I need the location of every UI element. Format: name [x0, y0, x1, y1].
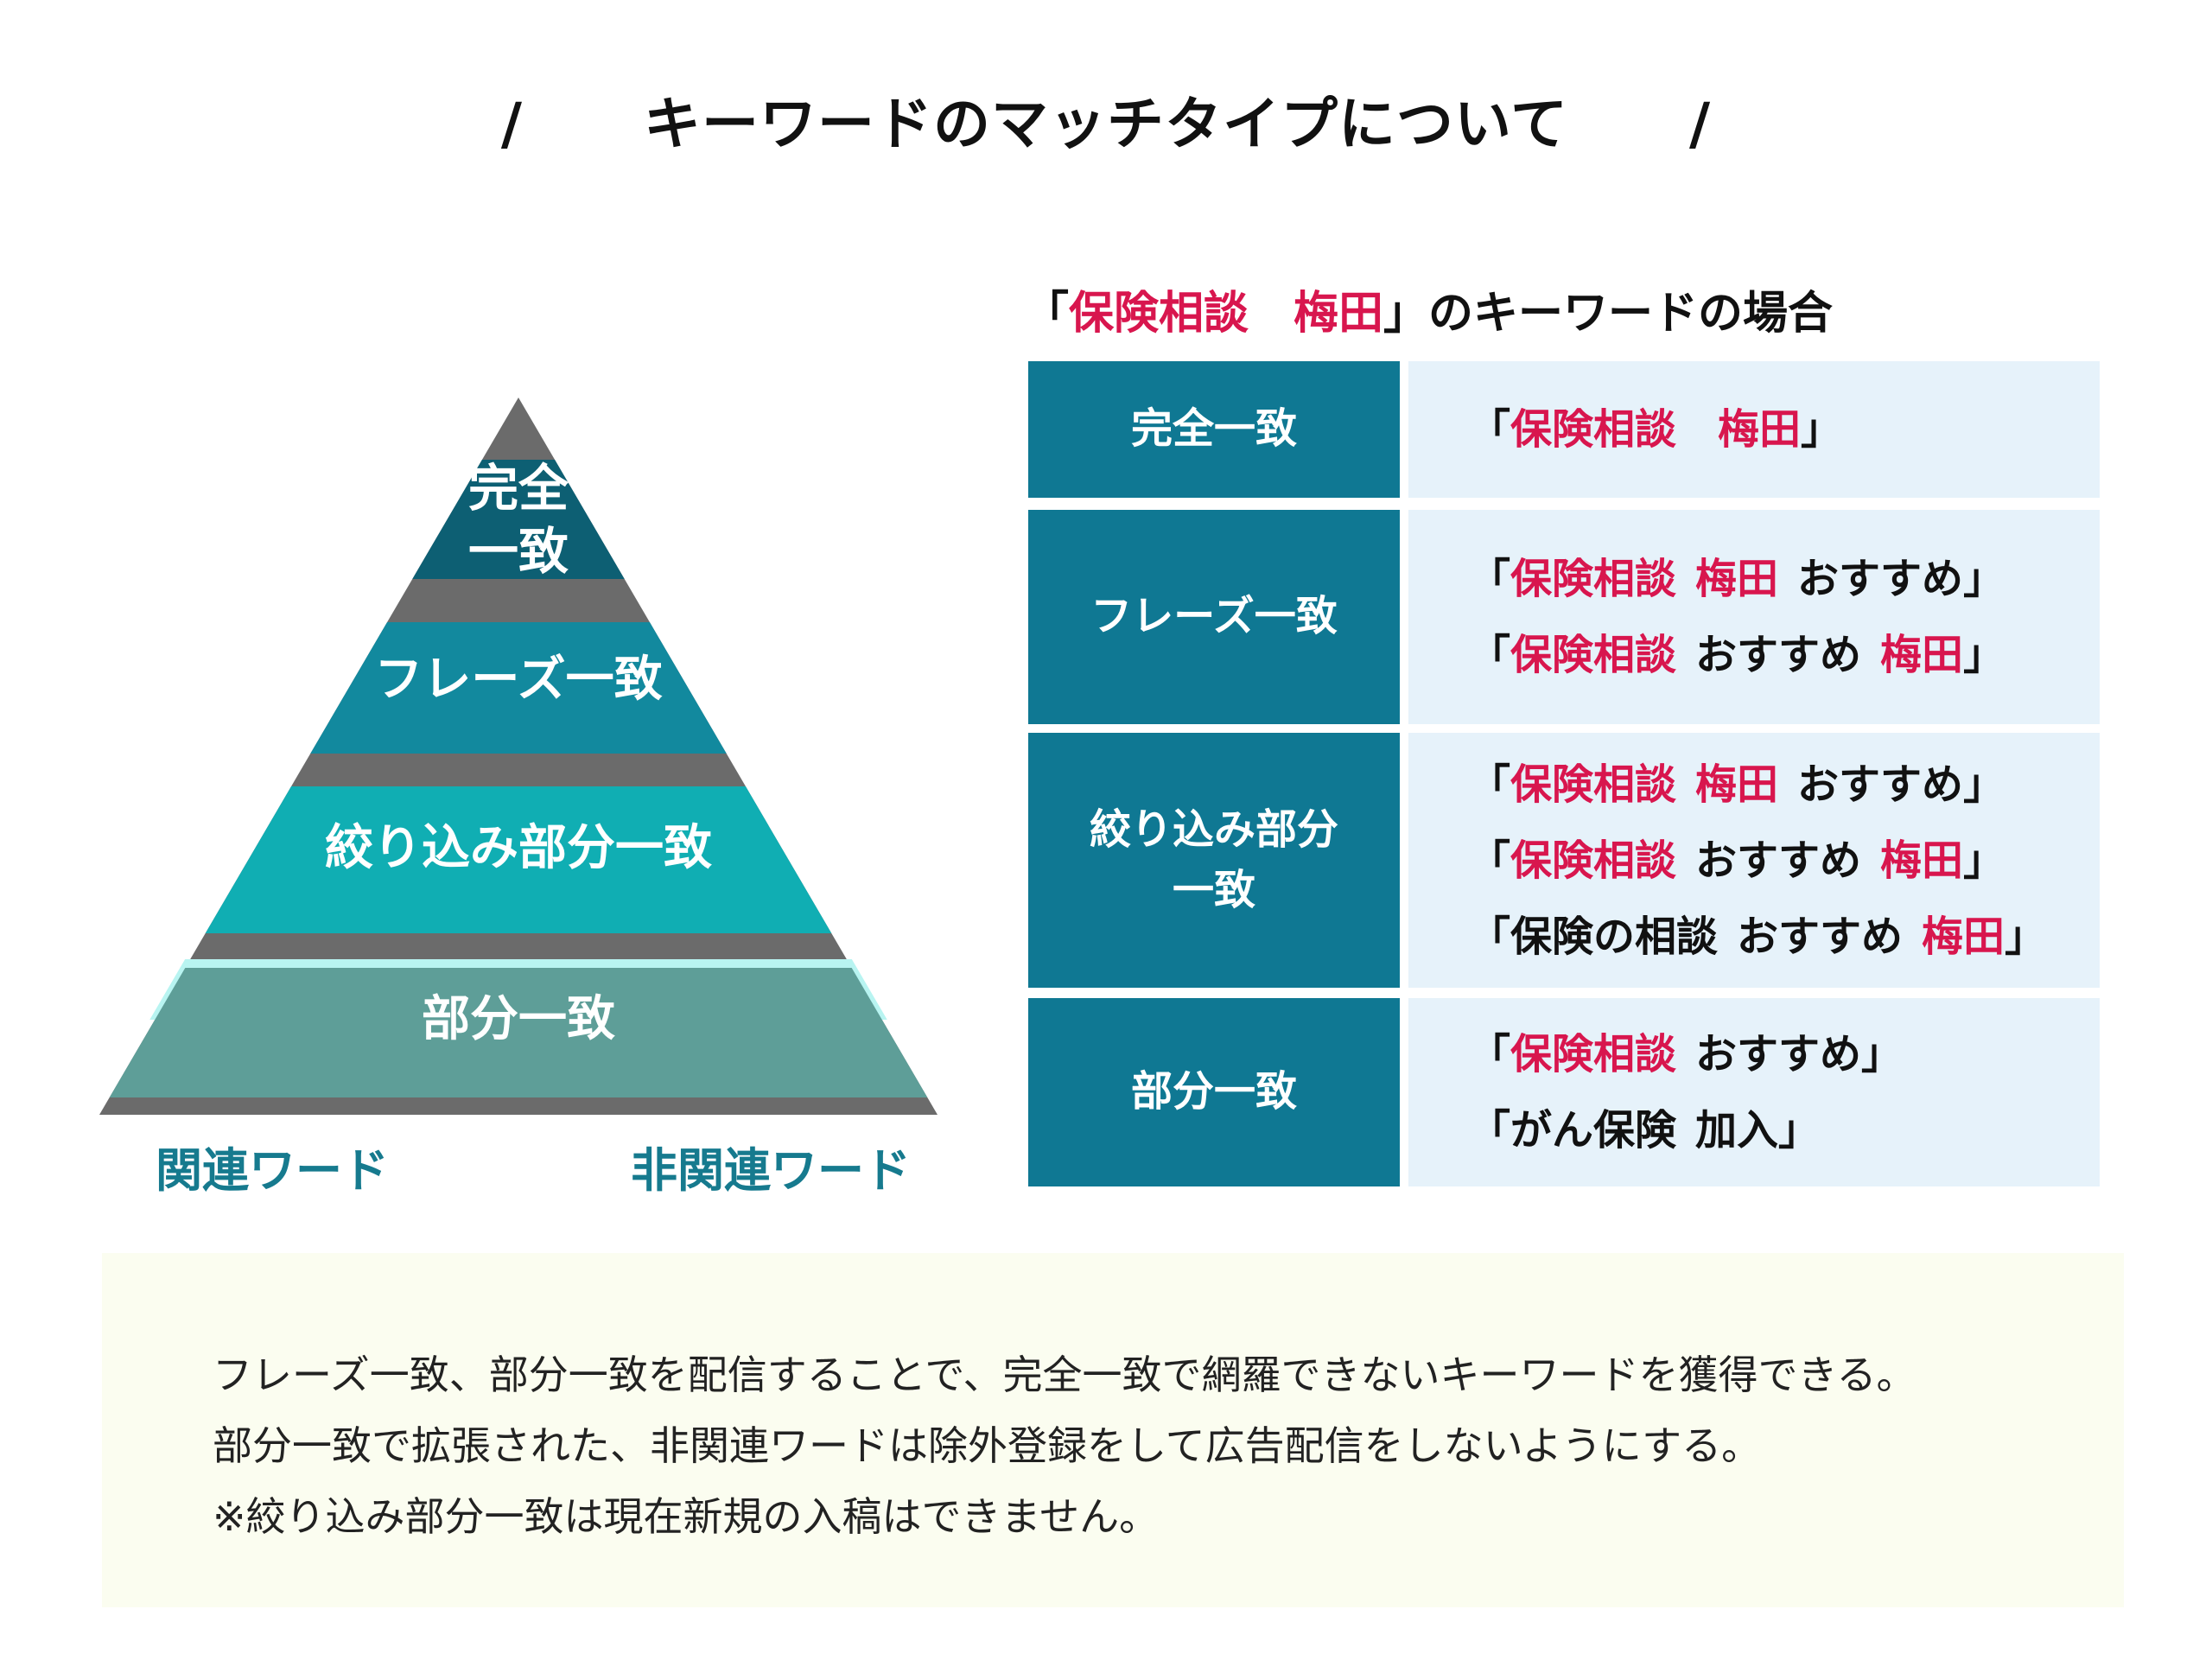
pyramid-tier-2 — [310, 622, 727, 754]
pyramid-tier-label: フレーズ一致 — [374, 652, 662, 708]
keyword-text: 」 — [1861, 1030, 1904, 1078]
keyword-highlight: 保険相談 — [1510, 1030, 1677, 1078]
keyword-highlight: 梅田 — [1880, 631, 1964, 679]
match-row-label: 完全一致 — [1028, 361, 1400, 498]
note-line-3: ※絞り込み部分一致は現在新規の入稿はできません。 — [213, 1493, 1160, 1540]
heading-open-bracket: 「 — [1024, 288, 1070, 340]
note-line-1: フレーズ一致、部分一致を配信することで、完全一致で網羅できないキーワードを獲得で… — [213, 1352, 1916, 1398]
axis-label-unrelated: 非関連ワード — [631, 1143, 911, 1198]
keyword-text: おすすめ — [1695, 836, 1862, 885]
keyword-text: 」 — [1963, 631, 2005, 679]
keyword-highlight: 保険相談 — [1510, 836, 1677, 885]
match-row-examples: 「保険相談 梅田」 — [1408, 361, 2100, 498]
keyword-highlight: 保険相談 — [1510, 631, 1677, 679]
keyword-text: 」 — [2005, 912, 2047, 961]
example-keyword: 「保険相談梅田おすすめ」 — [1469, 747, 2100, 823]
pyramid-tier-3 — [205, 786, 832, 933]
keyword-text: 「 — [1469, 555, 1511, 603]
example-keyword: 「がん保険加入」 — [1469, 1092, 2100, 1168]
pyramid-tier-label: 完全 — [468, 459, 569, 518]
keyword-text: 「 — [1469, 836, 1511, 885]
match-row-label-line: 部分一致 — [1130, 1067, 1297, 1116]
keyword-text: おすすめ — [1737, 912, 1904, 961]
keyword-text: 」 — [1963, 555, 2005, 603]
keyword-text: 「 — [1469, 1030, 1511, 1078]
match-row: 絞り込み部分一致「保険相談梅田おすすめ」「保険相談おすすめ梅田」「保険の相談おす… — [1028, 733, 2100, 988]
pyramid-tier-4 — [109, 968, 928, 1097]
title-text: キーワードのマッチタイプについて — [643, 91, 1569, 157]
keyword-text: 「 — [1469, 1106, 1511, 1155]
keyword-text: 「 — [1469, 760, 1511, 809]
pyramid-tier-label: 部分一致 — [422, 991, 615, 1047]
keyword-text: おすすめ — [1695, 631, 1862, 679]
keyword-highlight: 梅田 — [1695, 760, 1779, 809]
match-row-examples: 「保険相談梅田おすすめ」「保険相談おすすめ梅田」「保険の相談おすすめ梅田」 — [1408, 733, 2100, 988]
note-box: フレーズ一致、部分一致を配信することで、完全一致で網羅できないキーワードを獲得で… — [102, 1253, 2124, 1607]
example-keyword: 「保険の相談おすすめ梅田」 — [1469, 899, 2100, 975]
example-keyword: 「保険相談おすすめ」 — [1469, 1016, 2100, 1092]
keyword-text: がん保険 — [1510, 1106, 1677, 1155]
heading-keyword: 保険相談 梅田 — [1069, 288, 1384, 340]
match-row-label-line: フレーズ一致 — [1090, 592, 1338, 641]
keyword-text: 「 — [1469, 912, 1511, 961]
keyword-text: 加入 — [1695, 1106, 1779, 1155]
keyword-highlight: 梅田 — [1880, 836, 1964, 885]
keyword-text: おすすめ — [1695, 1030, 1862, 1078]
keyword-text: おすすめ — [1797, 760, 1964, 809]
pyramid-tier-label: 絞り込み部分一致 — [325, 820, 712, 876]
match-row: 完全一致 「保険相談 梅田」 — [1028, 361, 2100, 498]
title-slash-right: / — [1689, 91, 1712, 157]
example-keyword: 「保険相談おすすめ梅田」 — [1469, 617, 2100, 693]
example-keyword: 「保険相談梅田おすすめ」 — [1469, 541, 2100, 617]
match-row-label-line: 絞り込み部分 — [1089, 805, 1338, 854]
keyword-text: 」 — [1963, 836, 2005, 885]
pyramid-tier-label: 一致 — [468, 522, 569, 581]
example-keyword: 「保険相談おすすめ梅田」 — [1469, 823, 2100, 899]
keyword-highlight: 保険相談 — [1510, 760, 1677, 809]
keyword-highlight: 保険相談 梅田 — [1510, 405, 1802, 454]
title-slash-left: / — [500, 91, 523, 157]
keyword-text: 」 — [1801, 405, 1843, 454]
match-row: 部分一致「保険相談おすすめ」「がん保険加入」 — [1028, 998, 2100, 1186]
match-row-examples: 「保険相談梅田おすすめ」「保険相談おすすめ梅田」 — [1408, 510, 2100, 724]
page-title: / キーワードのマッチタイプについて / — [0, 78, 2212, 161]
keyword-text: 「 — [1469, 631, 1511, 679]
match-row-label: 部分一致 — [1028, 998, 1400, 1186]
axis-label-related: 関連ワード — [156, 1143, 389, 1198]
keyword-text: 「 — [1469, 405, 1511, 454]
match-row-examples: 「保険相談おすすめ」「がん保険加入」 — [1408, 998, 2100, 1186]
keyword-highlight: 保険相談 — [1510, 555, 1677, 603]
heading-suffix: 」のキーワードの場合 — [1383, 288, 1834, 340]
match-row-label: フレーズ一致 — [1028, 510, 1400, 724]
match-row-label-line: 一致 — [1172, 865, 1255, 914]
keyword-text: 保険の相談 — [1510, 912, 1719, 961]
keyword-highlight: 梅田 — [1922, 912, 2005, 961]
example-heading: 「保険相談 梅田」のキーワードの場合 — [1024, 277, 1833, 341]
example-keyword: 「保険相談 梅田」 — [1469, 391, 2100, 468]
keyword-text: 」 — [1963, 760, 2005, 809]
note-line-2: 部分一致で拡張された、非関連ワードは除外登録をして広告配信をしないようにする。 — [213, 1422, 1762, 1469]
keyword-text: おすすめ — [1797, 555, 1964, 603]
keyword-text: 」 — [1778, 1106, 1821, 1155]
keyword-highlight: 梅田 — [1695, 555, 1779, 603]
match-row: フレーズ一致「保険相談梅田おすすめ」「保険相談おすすめ梅田」 — [1028, 510, 2100, 724]
match-row-label: 絞り込み部分一致 — [1028, 733, 1400, 988]
pyramid-tier-1 — [412, 460, 625, 579]
match-row-label-line: 完全一致 — [1130, 404, 1297, 454]
pyramid-background — [99, 398, 938, 1115]
